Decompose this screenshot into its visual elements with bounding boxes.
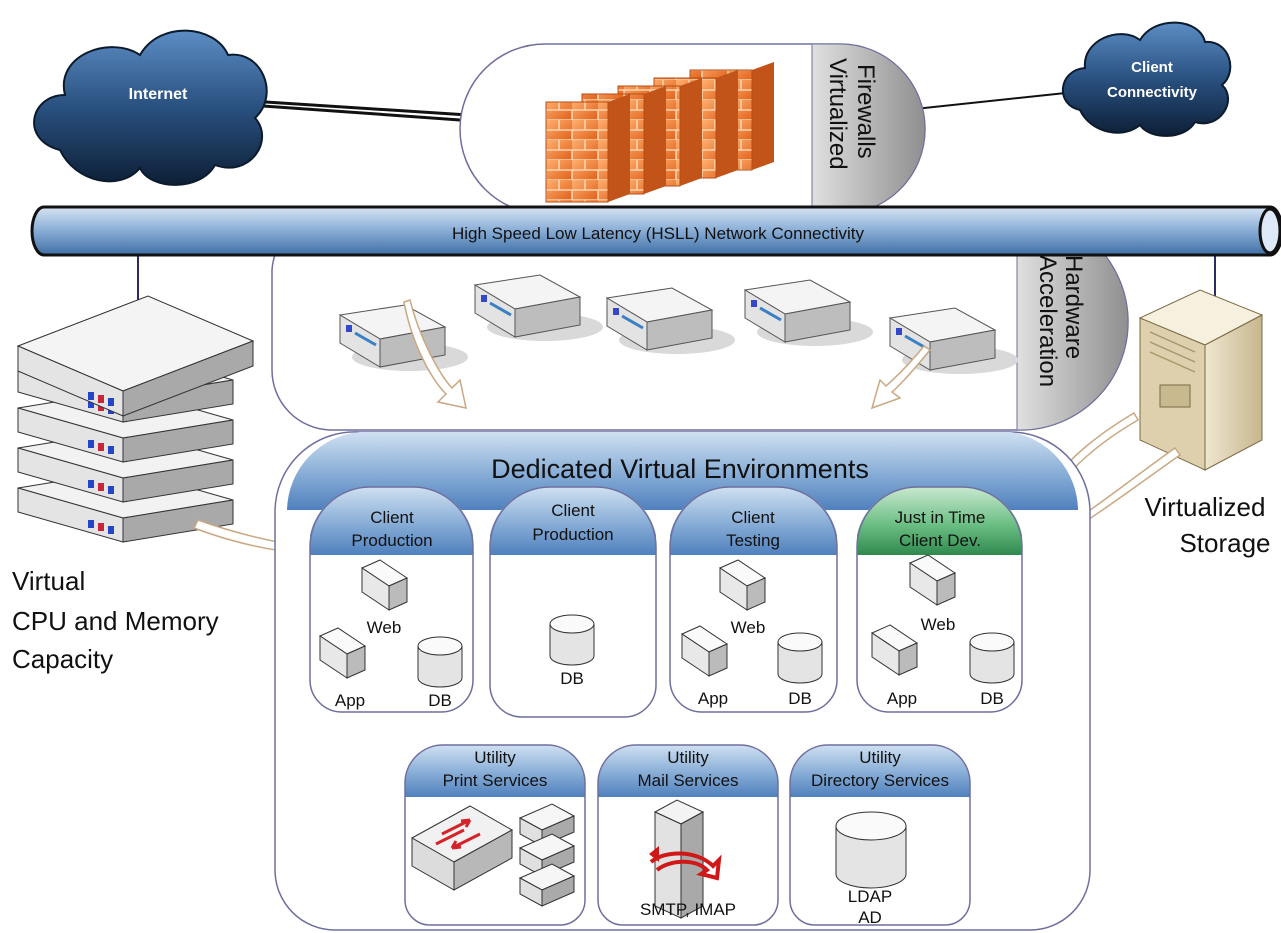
db-label: DB xyxy=(428,691,452,710)
database-icon xyxy=(777,632,823,684)
app-label: App xyxy=(887,689,917,708)
app-label: App xyxy=(335,691,365,710)
firewall-icons xyxy=(545,62,774,203)
cloud-icon xyxy=(33,29,268,186)
utility-title-line2: Print Services xyxy=(443,771,548,790)
pod-just-in-time-client-dev: Just in Time Client Dev. Web App DB xyxy=(856,486,1023,713)
pod-client-production-2: Client Production DB xyxy=(489,486,657,718)
cloud-internet: Internet xyxy=(33,29,268,186)
database-icon xyxy=(835,811,907,889)
acceleration-arrows xyxy=(403,299,932,410)
server-icon xyxy=(16,295,255,417)
virtualized-firewalls-label-line2: Firewalls xyxy=(852,64,879,159)
db-label: DB xyxy=(560,669,584,688)
storage-tower-icon xyxy=(1138,289,1264,471)
utility-title-line2: Directory Services xyxy=(811,771,949,790)
appliance-icon xyxy=(605,287,735,354)
pod-client-testing: Client Testing Web App DB xyxy=(669,486,838,713)
cloud-client-connectivity: Client Connectivity xyxy=(1062,21,1232,137)
app-server-icon xyxy=(680,625,729,677)
app-server-icon xyxy=(870,624,919,676)
db-label: DB xyxy=(980,689,1004,708)
pod-title-line1: Client xyxy=(370,508,414,527)
utility-title-line1: Utility xyxy=(859,748,901,767)
internet-label: Internet xyxy=(129,86,188,103)
hsll-backbone: High Speed Low Latency (HSLL) Network Co… xyxy=(30,205,1281,257)
web-server-icon xyxy=(360,559,409,611)
web-label: Web xyxy=(921,615,956,634)
appliance-icon xyxy=(888,307,1018,374)
hardware-acceleration-label-line1: Hardware xyxy=(1060,255,1087,359)
web-label: Web xyxy=(367,618,402,637)
pod-title-line2: Client Dev. xyxy=(899,531,981,550)
utility-title-line1: Utility xyxy=(474,748,516,767)
compute-stack: Virtual CPU and Memory Capacity xyxy=(12,295,324,674)
database-icon xyxy=(969,632,1015,684)
appliance-icon xyxy=(743,279,873,346)
virtualized-firewalls-label-line1: Virtualized xyxy=(824,58,851,170)
compute-label-line2: CPU and Memory xyxy=(12,606,219,636)
curved-arrow-icon xyxy=(870,344,932,410)
storage-label-line1: Virtualized xyxy=(1145,492,1266,522)
storage-label-line2: Storage xyxy=(1179,528,1270,558)
utility-title-line2: Mail Services xyxy=(637,771,738,790)
app-server-icon xyxy=(318,627,367,679)
client-connectivity-label-line1: Client xyxy=(1131,59,1173,76)
firewall-icon xyxy=(545,94,630,203)
mail-server-icon xyxy=(649,799,722,919)
db-label: DB xyxy=(788,689,812,708)
mail-protocols-label: SMTP, IMAP xyxy=(640,900,736,919)
curved-arrow-icon xyxy=(403,299,467,409)
acceleration-zone: Hardware Acceleration xyxy=(271,213,1129,431)
pod-title-line2: Production xyxy=(532,525,613,544)
firewall-zone: Virtualized Firewalls xyxy=(459,43,926,215)
utility-title-line1: Utility xyxy=(667,748,709,767)
ad-label: AD xyxy=(858,908,882,927)
utility-directory-services: Utility Directory Services LDAP AD xyxy=(789,744,971,927)
web-server-icon xyxy=(718,559,767,611)
pod-title-line1: Client xyxy=(551,501,595,520)
database-icon xyxy=(549,614,595,666)
printer-stack-icon xyxy=(518,803,576,907)
hardware-acceleration-label-line2: Acceleration xyxy=(1034,255,1061,387)
virtual-environments-zone: Dedicated Virtual Environments Client Pr… xyxy=(274,431,1091,931)
pod-title-line1: Client xyxy=(731,508,775,527)
pod-title-line1: Just in Time xyxy=(895,508,986,527)
client-connectivity-label-line2: Connectivity xyxy=(1107,84,1198,101)
cloud-icon xyxy=(1062,21,1232,137)
environments-title: Dedicated Virtual Environments xyxy=(491,454,869,484)
web-server-icon xyxy=(908,554,957,606)
pod-title-line2: Production xyxy=(351,531,432,550)
compute-label-line3: Capacity xyxy=(12,644,113,674)
ldap-label: LDAP xyxy=(848,887,892,906)
appliance-icon xyxy=(473,274,603,341)
pod-title-line2: Testing xyxy=(726,531,780,550)
switch-icon xyxy=(410,805,514,891)
utility-print-services: Utility Print Services xyxy=(404,744,586,926)
pod-client-production-1: Client Production Web App DB xyxy=(309,486,474,713)
hsll-label: High Speed Low Latency (HSLL) Network Co… xyxy=(452,224,864,243)
database-icon xyxy=(417,636,463,688)
utility-mail-services: Utility Mail Services SMTP, IMAP xyxy=(597,744,779,926)
compute-label-line1: Virtual xyxy=(12,566,85,596)
web-label: Web xyxy=(731,618,766,637)
app-label: App xyxy=(698,689,728,708)
